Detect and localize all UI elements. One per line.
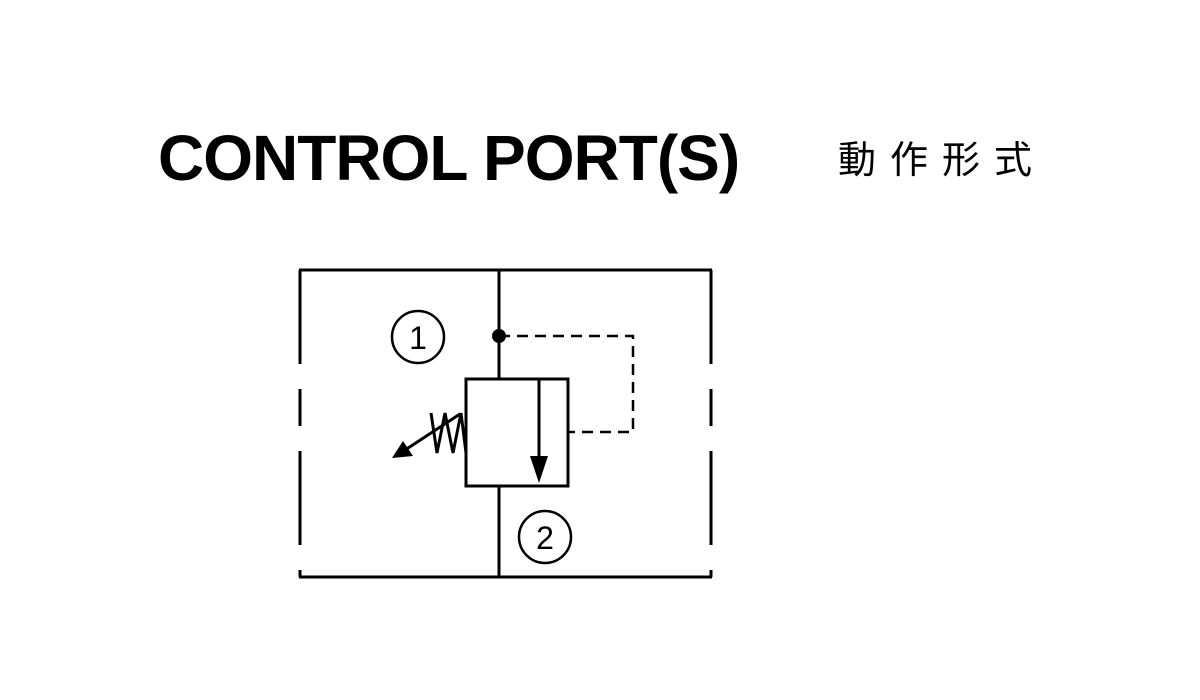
svg-text:2: 2 — [536, 520, 554, 556]
port-2-label: 2 — [517, 509, 573, 565]
spring-icon — [429, 412, 468, 454]
valve-envelope — [464, 377, 570, 488]
svg-text:1: 1 — [409, 320, 427, 356]
page-title: CONTROL PORT(S) — [158, 122, 740, 194]
pilot-line — [499, 334, 635, 434]
flow-arrow — [530, 379, 548, 483]
port-1-label: 1 — [390, 309, 446, 365]
page-subtitle: 動作形式 — [838, 138, 1047, 182]
cavity-outline — [298, 268, 713, 579]
adjustment-arrow — [392, 412, 461, 458]
